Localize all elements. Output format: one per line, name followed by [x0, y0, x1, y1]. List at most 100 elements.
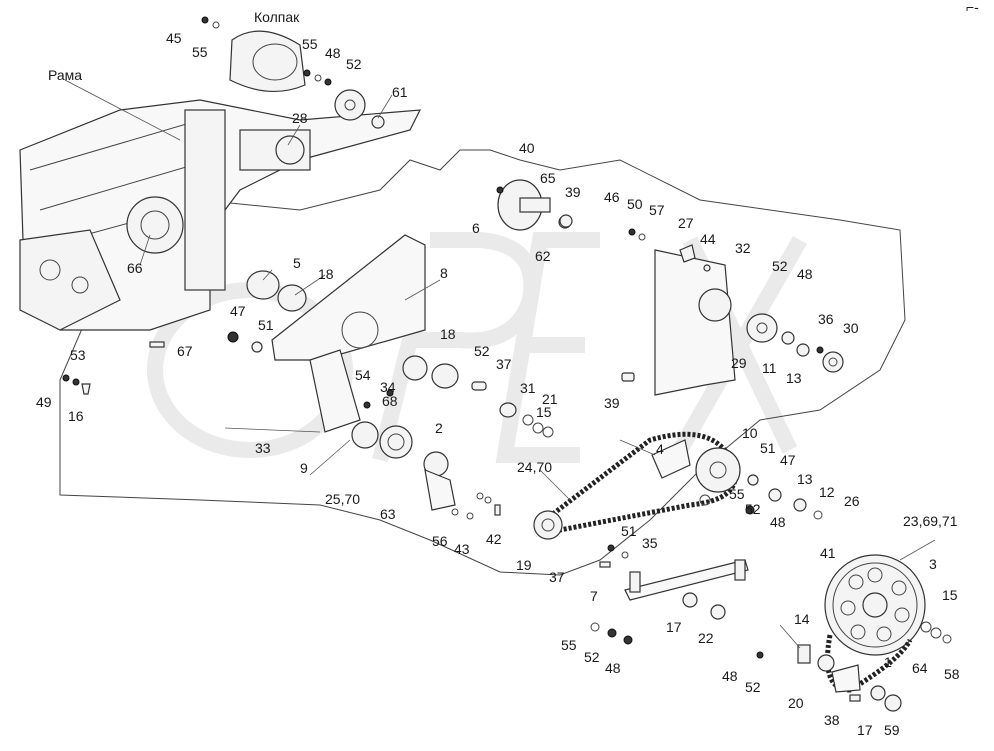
callout: 34 — [380, 379, 396, 395]
callout: 17 — [666, 619, 682, 635]
callout: 13 — [797, 471, 813, 487]
bracket-plate-32 — [628, 228, 844, 396]
callout: 56 — [432, 533, 448, 549]
callout: 44 — [700, 231, 716, 247]
callout: 68 — [382, 393, 398, 409]
callout: 15 — [942, 587, 958, 603]
callout: 49 — [36, 394, 52, 410]
callout: 24,70 — [517, 459, 552, 475]
callout: 64 — [912, 660, 928, 676]
callout: 61 — [392, 84, 408, 100]
callout: 37 — [549, 569, 565, 585]
corner-mark: ⌐- — [966, 0, 979, 15]
callout: 17 — [857, 722, 873, 738]
callout: 52 — [745, 679, 761, 695]
callout: 47 — [780, 452, 796, 468]
callout: 27 — [678, 215, 694, 231]
callout: 52 — [745, 501, 761, 517]
callout: 52 — [584, 649, 600, 665]
callout: 50 — [627, 196, 643, 212]
callout: 53 — [70, 347, 86, 363]
callout: 26 — [844, 493, 860, 509]
callout: 30 — [843, 320, 859, 336]
callout: 57 — [649, 202, 665, 218]
callout: 19 — [516, 557, 532, 573]
callout: 4 — [656, 441, 664, 457]
sprockets-left — [351, 355, 459, 511]
callout: 59 — [884, 722, 900, 738]
callout: 23,69,71 — [903, 513, 958, 529]
callout: 29 — [731, 355, 747, 371]
callout: 54 — [355, 367, 371, 383]
callout: 48 — [797, 266, 813, 282]
leader-lines — [64, 79, 936, 649]
frame-caption: Рама — [48, 67, 82, 83]
callout: 51 — [258, 317, 274, 333]
callout: 33 — [255, 440, 271, 456]
callout: 52 — [346, 56, 362, 72]
callout: 25,70 — [325, 491, 360, 507]
callout: 41 — [820, 545, 836, 561]
callout: 28 — [292, 110, 308, 126]
callout: 63 — [380, 506, 396, 522]
callout: 43 — [454, 541, 470, 557]
tension-bar-7 — [590, 559, 749, 645]
callout: 51 — [760, 440, 776, 456]
callout: 9 — [300, 460, 308, 476]
callout: 7 — [590, 588, 598, 604]
bracket-plate-8 — [149, 234, 426, 433]
callout: 55 — [192, 44, 208, 60]
bushings-center — [471, 214, 635, 438]
callout: 3 — [929, 556, 937, 572]
callout: 39 — [604, 395, 620, 411]
callout: 45 — [166, 30, 182, 46]
callout: 32 — [735, 240, 751, 256]
callout: 55 — [561, 637, 577, 653]
callout: 31 — [520, 380, 536, 396]
callout: 15 — [536, 404, 552, 420]
callout: 22 — [698, 630, 714, 646]
callout: 42 — [486, 531, 502, 547]
callout: 18 — [318, 266, 334, 282]
callout: 16 — [68, 408, 84, 424]
callout: 39 — [565, 184, 581, 200]
callout: 55 — [302, 36, 318, 52]
callout: 18 — [440, 326, 456, 342]
callout: 5 — [293, 255, 301, 271]
callout: 48 — [605, 660, 621, 676]
callout: 6 — [472, 220, 480, 236]
callout: 47 — [230, 303, 246, 319]
callout: 37 — [496, 356, 512, 372]
callout: 67 — [177, 343, 193, 359]
callout: 48 — [770, 514, 786, 530]
callout: 14 — [794, 611, 810, 627]
callout: 20 — [788, 695, 804, 711]
callout: 40 — [519, 140, 535, 156]
callout: 66 — [127, 260, 143, 276]
callout: 46 — [604, 189, 620, 205]
callout: 38 — [824, 712, 840, 728]
cap-caption: Колпак — [254, 9, 300, 25]
boundary-outline — [59, 149, 906, 576]
callout: 55 — [729, 486, 745, 502]
fasteners-top — [201, 16, 385, 129]
callout: 62 — [535, 248, 551, 264]
callout: 8 — [440, 265, 448, 281]
callout: 51 — [621, 523, 637, 539]
callout: 10 — [742, 425, 758, 441]
cap-part — [229, 30, 306, 93]
callout: 21 — [542, 391, 558, 407]
callout: 1 — [884, 654, 892, 670]
callout: 52 — [474, 343, 490, 359]
frame-assembly — [19, 99, 422, 331]
callout: 2 — [435, 420, 443, 436]
fasteners-lower — [62, 374, 629, 568]
callout: 12 — [819, 484, 835, 500]
large-sprocket-3 — [756, 554, 952, 712]
callout: 35 — [642, 535, 658, 551]
callout: 48 — [722, 668, 738, 684]
callout: 58 — [944, 666, 960, 682]
callout: 11 — [762, 360, 777, 376]
